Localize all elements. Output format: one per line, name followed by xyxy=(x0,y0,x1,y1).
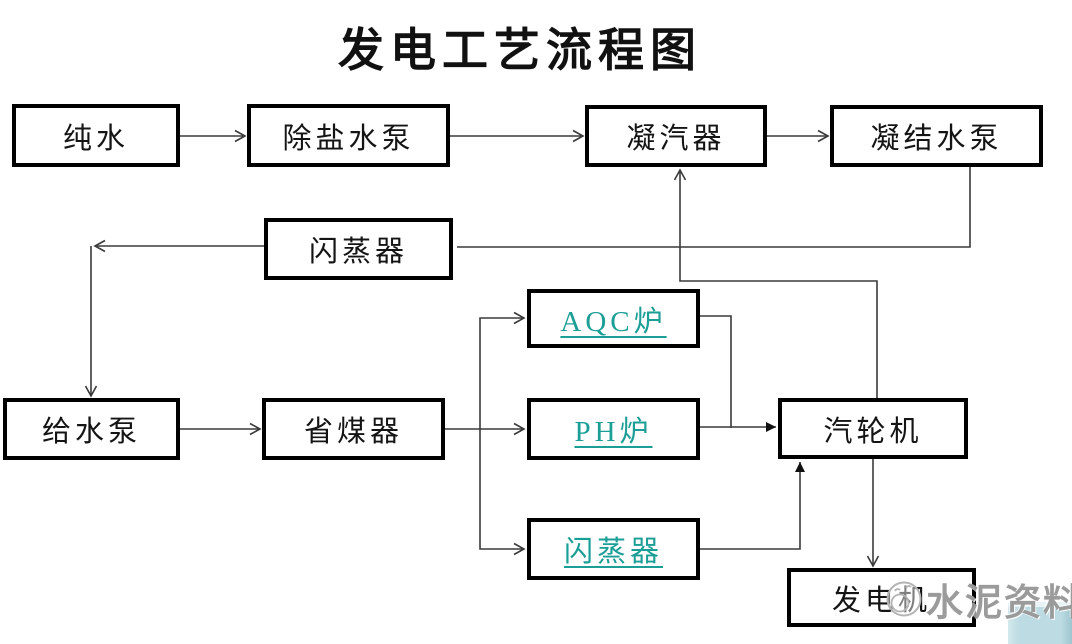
node-feed-water-pump: 给水泵 xyxy=(3,398,180,460)
corner-decoration xyxy=(1008,602,1072,644)
connector-flash-source-to-steam-turbine xyxy=(700,462,805,550)
node-pure-water: 纯水 xyxy=(12,104,180,167)
node-generator: 发电机 xyxy=(787,568,976,627)
connector-condensate-pump-to-flash-return xyxy=(457,167,971,248)
node-condenser: 凝汽器 xyxy=(585,105,767,167)
connector-steam-turbine-to-condenser xyxy=(673,168,878,398)
connector-economizer-to-aqc-boiler xyxy=(479,311,526,429)
node-aqc-boiler-link[interactable]: AQC炉 xyxy=(527,289,700,348)
node-condensate-pump: 凝结水泵 xyxy=(830,105,1043,167)
node-desalted-water-pump: 除盐水泵 xyxy=(247,104,450,167)
node-flash-evaporator-return: 闪蒸器 xyxy=(264,218,453,280)
connector-economizer-to-flash-source xyxy=(479,429,526,556)
node-economizer: 省煤器 xyxy=(262,398,445,460)
connector-aqc-boiler-merge xyxy=(700,315,732,428)
node-steam-turbine: 汽轮机 xyxy=(778,398,968,459)
page-title: 发电工艺流程图 xyxy=(338,25,702,76)
node-flash-evaporator-source-link[interactable]: 闪蒸器 xyxy=(527,518,700,580)
node-ph-boiler-link[interactable]: PH炉 xyxy=(527,398,700,460)
